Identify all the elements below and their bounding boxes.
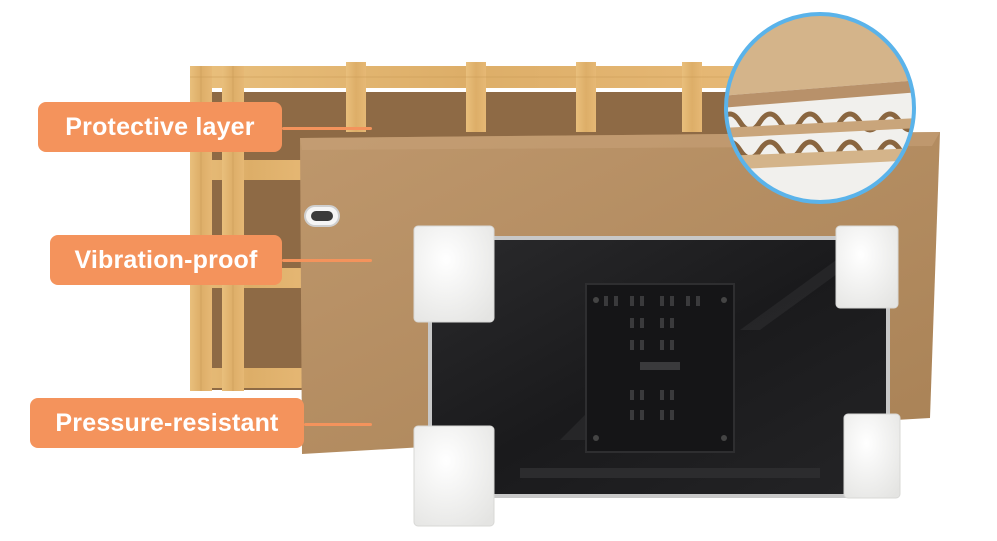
callout-protective-layer: Protective layer: [38, 102, 282, 152]
carry-handle-icon: [304, 205, 340, 227]
callout-vibration-proof: Vibration-proof: [50, 235, 282, 285]
foam-corner-bottom-left: [413, 425, 495, 527]
pressure-resistant-connector: [304, 423, 372, 426]
corrugated-cardboard-closeup: [724, 12, 916, 204]
callout-pressure-resistant: Pressure-resistant: [30, 398, 304, 448]
protective-layer-connector: [282, 127, 372, 130]
mount-plate: [585, 283, 735, 453]
monitor-back: [428, 236, 890, 498]
foam-corner-top-right: [835, 225, 899, 309]
foam-corner-bottom-right: [843, 413, 901, 499]
foam-corner-top-left: [413, 225, 495, 323]
vibration-proof-connector: [282, 259, 372, 262]
